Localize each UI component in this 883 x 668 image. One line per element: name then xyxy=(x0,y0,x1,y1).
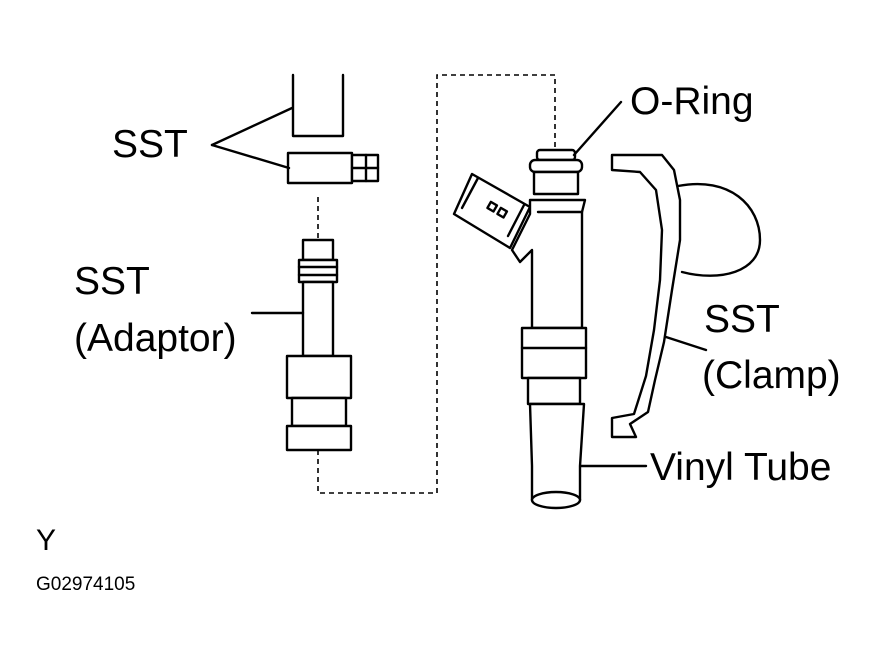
o-ring-label: O-Ring xyxy=(630,80,754,123)
sst-top-leader-lines xyxy=(210,106,294,170)
vinyl-tube-label: Vinyl Tube xyxy=(650,446,831,489)
sst-top-hose xyxy=(291,73,345,138)
sst-clamp xyxy=(610,153,762,439)
figure-code: G02974105 xyxy=(36,574,135,595)
fuel-injector xyxy=(452,100,648,510)
sst-adaptor-label-line1: SST xyxy=(74,260,150,303)
sst-adaptor xyxy=(250,238,353,452)
dashed-hose-path xyxy=(317,74,556,494)
sst-top-fitting xyxy=(286,151,380,185)
sst-clamp-label-line2: (Clamp) xyxy=(702,354,841,397)
sst-clamp-label-line1: SST xyxy=(704,298,780,341)
sst-top-label: SST xyxy=(112,123,188,166)
sst-adaptor-label-line2: (Adaptor) xyxy=(74,317,237,360)
footer-letter: Y xyxy=(36,524,56,557)
